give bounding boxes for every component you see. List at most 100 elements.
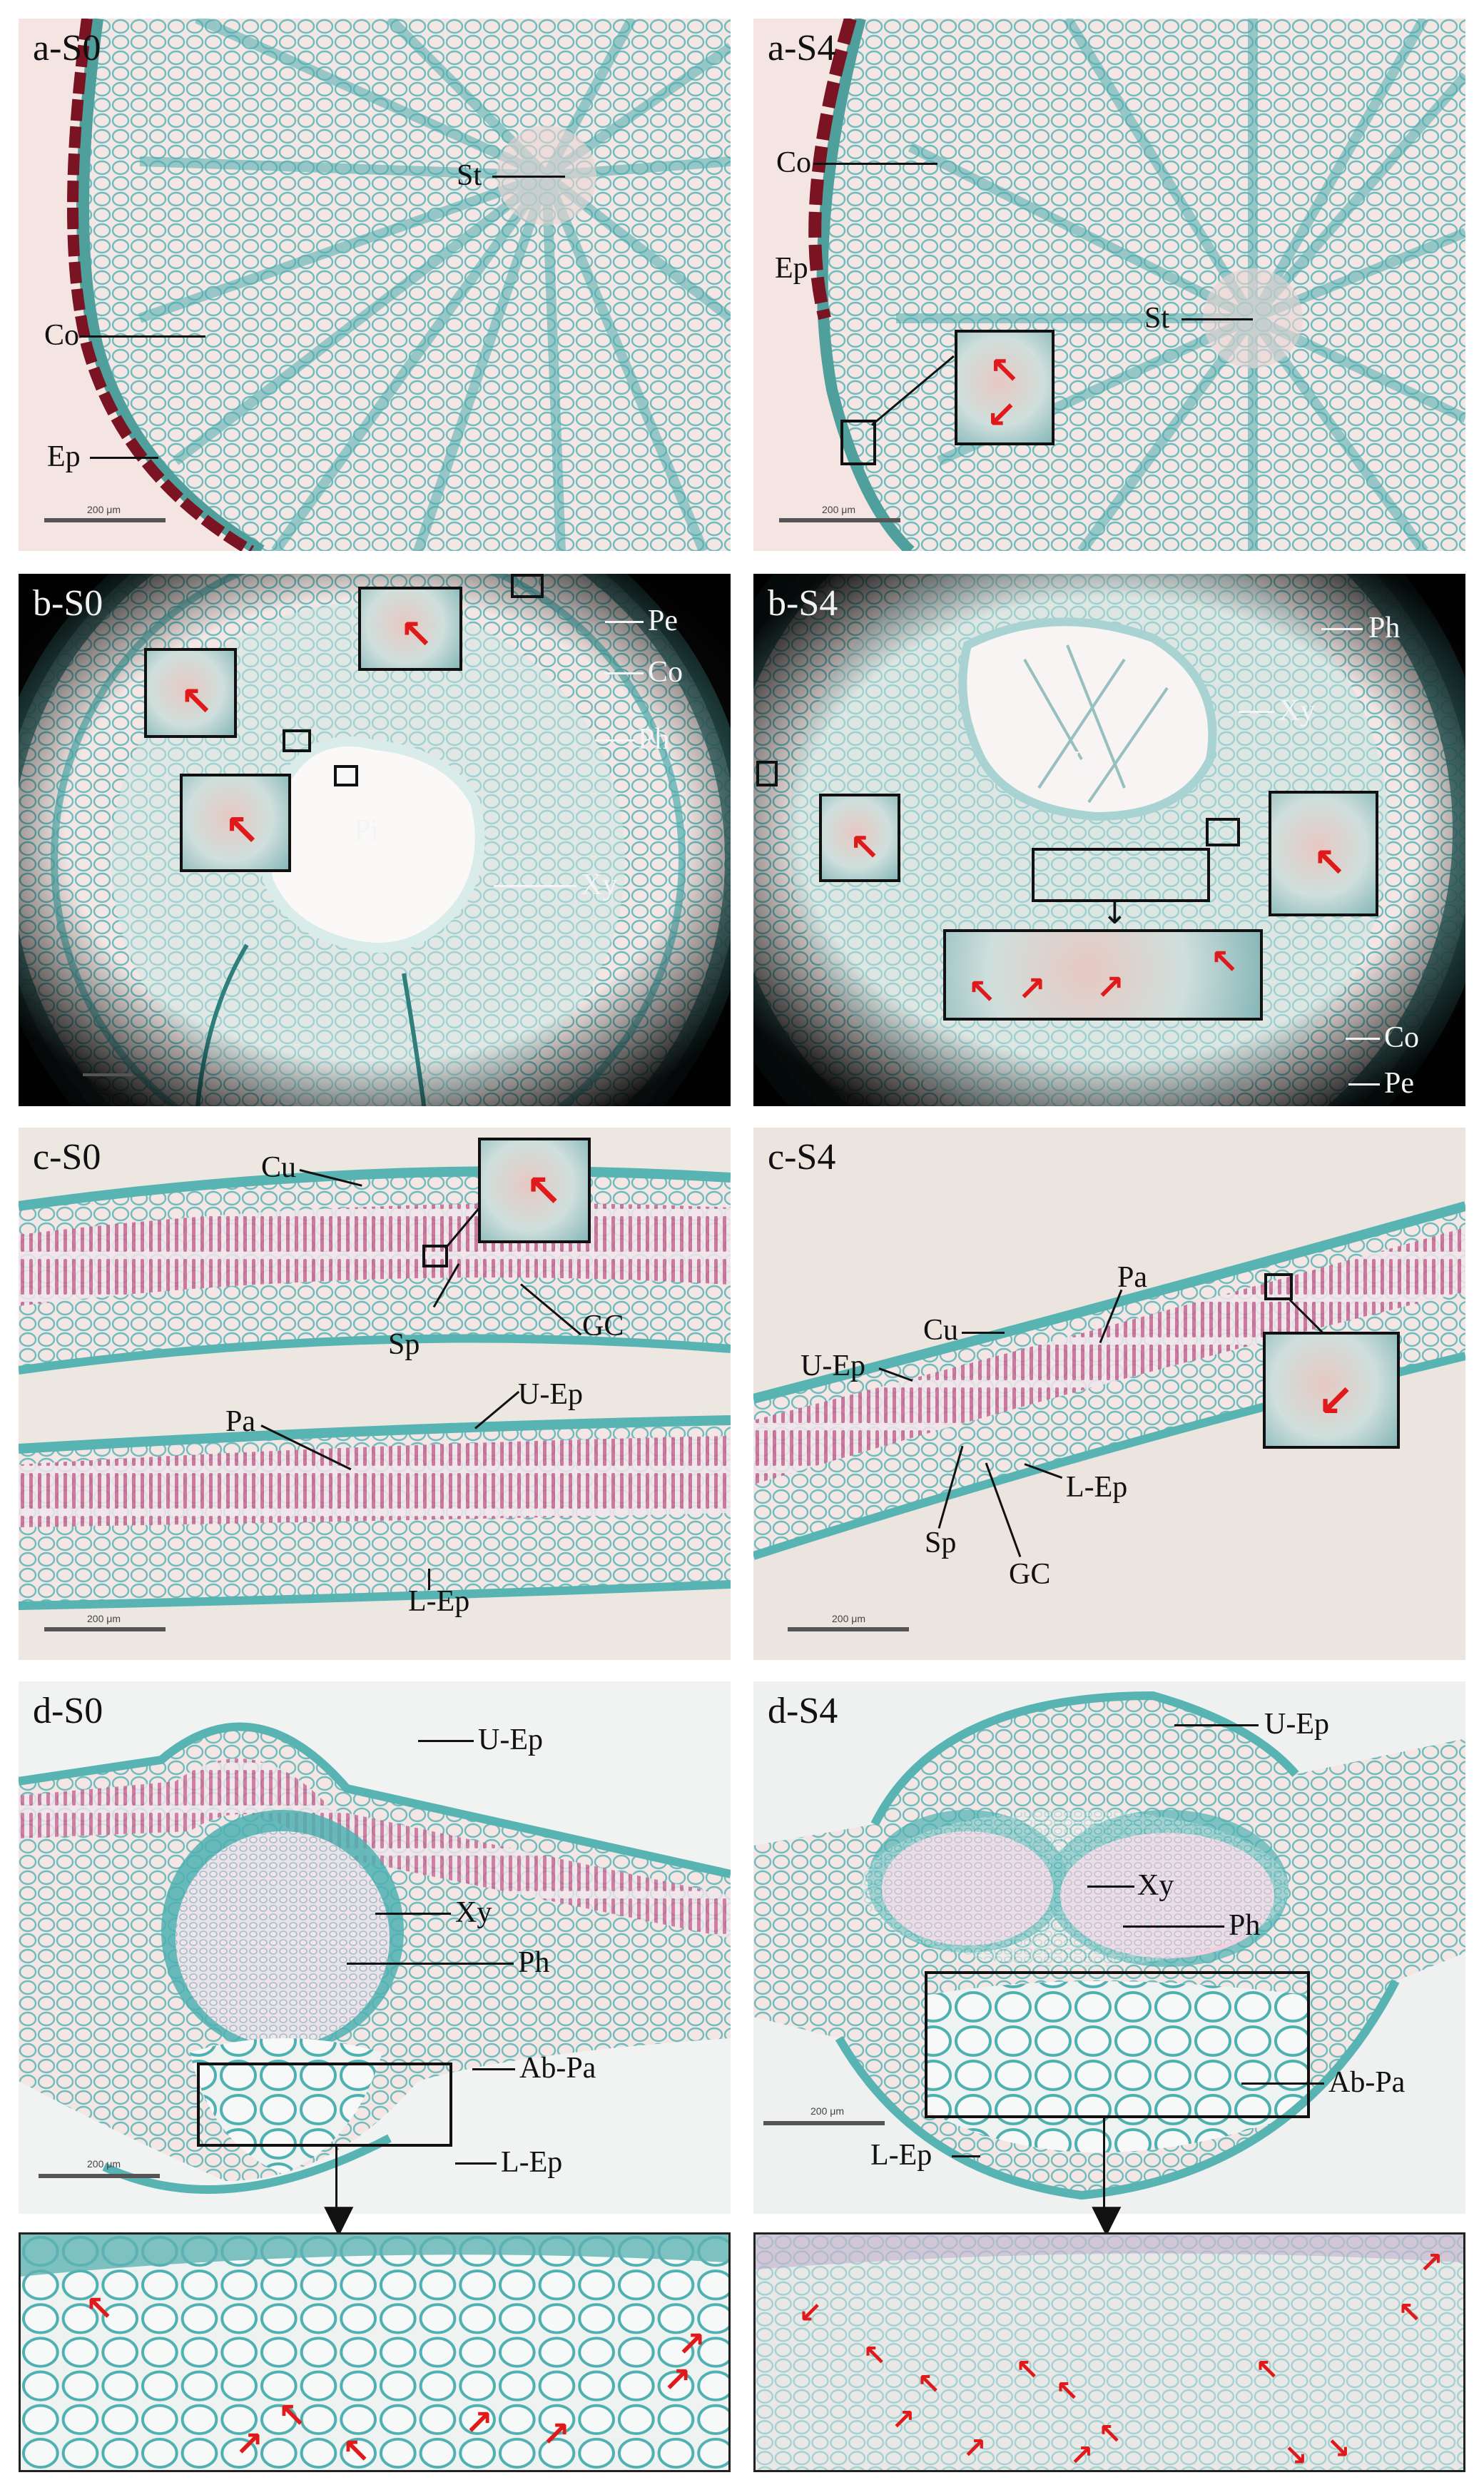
leader-cu: [962, 1332, 1005, 1334]
label-gc: GC: [1009, 1558, 1051, 1591]
inset-magnified: ↖ ↙: [955, 330, 1054, 445]
red-arrow-icon: ↖: [989, 350, 1020, 393]
label-pa: Pa: [225, 1405, 255, 1438]
scale-bar: [44, 518, 166, 522]
panel-label-c-s0: c-S0: [33, 1137, 101, 1178]
label-lep: L-Ep: [408, 1585, 470, 1618]
label-gc: GC: [582, 1310, 624, 1342]
red-arrow-icon: ↖: [85, 2289, 114, 2329]
label-abpa: Ab-Pa: [519, 2052, 596, 2085]
label-abpa: Ab-Pa: [1328, 2066, 1406, 2099]
red-arrow-icon: ↗: [663, 2360, 692, 2400]
label-lep: L-Ep: [1066, 1471, 1128, 1504]
red-arrow-icon: ↖: [1055, 2375, 1079, 2408]
detail-box: [1206, 818, 1240, 846]
label-uep: U-Ep: [478, 1724, 543, 1756]
red-arrow-icon: ↗: [1419, 2247, 1443, 2279]
leader-ep: [90, 457, 158, 459]
leader-lep: [428, 1569, 430, 1590]
inset-magnified: ↖: [1269, 791, 1378, 916]
detail-box: [840, 420, 876, 465]
leader-co: [604, 672, 644, 674]
panel-label-d-s4: d-S4: [768, 1691, 838, 1731]
inset-magnified: ↖ ↗ ↗ ↖: [943, 929, 1263, 1021]
label-co: Co: [648, 656, 683, 689]
scale-bar: [763, 2121, 885, 2125]
micrograph-a-s4: [753, 19, 1465, 551]
leader-abpa: [1241, 2082, 1324, 2085]
label-sp: Sp: [388, 1328, 420, 1361]
inset-magnified: ↖: [478, 1138, 591, 1243]
leader-ph: [595, 739, 635, 742]
panel-label-d-s0: d-S0: [33, 1691, 103, 1731]
scale-bar-text: 200 μm: [87, 504, 121, 515]
inset-magnified: ↖: [358, 587, 462, 671]
label-pi: Pi: [1072, 746, 1097, 779]
label-pa: Pa: [1117, 1261, 1147, 1294]
panel-a-s0: a-S0 St Co Ep 200 μm: [19, 19, 731, 551]
leader-ph: [1123, 1925, 1224, 1928]
leader-xy: [1239, 711, 1274, 713]
scale-bar-text: 200 μm: [810, 2105, 844, 2117]
red-arrow-icon: ↗: [891, 2404, 915, 2436]
panel-d-s4: d-S4 U-Ep Xy Ph Ab-Pa L-Ep 200 μm: [753, 1681, 1465, 2214]
red-arrow-icon: ↖: [400, 612, 433, 658]
detail-box: [334, 765, 358, 786]
down-arrow-icon: ▼: [1092, 2196, 1122, 2241]
label-lep: L-Ep: [501, 2146, 563, 2179]
red-arrow-icon: ↘: [1284, 2439, 1308, 2472]
red-arrow-icon: ↗: [542, 2414, 571, 2454]
leader-st: [1181, 318, 1253, 320]
label-uep: U-Ep: [1264, 1708, 1329, 1741]
label-pe: Pe: [648, 604, 678, 637]
red-arrow-icon: ↙: [1317, 1375, 1354, 1427]
micrograph-c-s4: [753, 1128, 1465, 1660]
label-cu: Cu: [923, 1314, 959, 1347]
detail-box: [511, 574, 544, 598]
label-lep: L-Ep: [870, 2139, 932, 2172]
leader-uep: [1174, 1724, 1259, 1726]
down-arrow-icon: ▼: [324, 2196, 354, 2241]
scale-bar: [39, 2174, 160, 2178]
detail-box: [1264, 1273, 1293, 1300]
detail-box: [925, 1971, 1310, 2118]
red-arrow-icon: ↗: [235, 2424, 264, 2464]
panel-label-b-s0: b-S0: [33, 583, 103, 624]
scale-bar-text: 200 μm: [87, 2158, 121, 2170]
label-ph: Ph: [1368, 612, 1401, 644]
inset-magnified: ↖: [180, 774, 291, 872]
leader-lep: [952, 2155, 980, 2157]
inset-magnified: ↖: [819, 794, 900, 882]
detail-box: [283, 729, 311, 752]
red-arrow-icon: ↗: [464, 2403, 494, 2443]
leader-st: [492, 176, 565, 178]
panel-label-c-s4: c-S4: [768, 1137, 836, 1178]
label-ep: Ep: [47, 440, 81, 473]
red-arrow-icon: ↖: [849, 826, 880, 869]
micrograph-c-s0: [19, 1128, 731, 1660]
panel-b-s4: b-S4 Ph Xy Pi Co Pe ↖ ↖ ↓ ↖ ↗ ↗ ↖: [753, 574, 1465, 1106]
leader-co: [1346, 1038, 1380, 1040]
leader-co: [813, 163, 937, 165]
panel-label-b-s4: b-S4: [768, 583, 838, 624]
panel-c-s4: c-S4 Pa Cu U-Ep L-Ep Sp GC ↙ 200 μm: [753, 1128, 1465, 1660]
micrograph-d-s0: [19, 1681, 731, 2214]
scale-bar: [44, 1627, 166, 1631]
leader-abpa: [472, 2068, 515, 2070]
detail-box: [756, 761, 778, 786]
detail-box: [422, 1245, 448, 1267]
label-xy: Xy: [1137, 1869, 1174, 1902]
leader-pe: [1348, 1083, 1380, 1085]
leader-ph: [347, 1963, 514, 1965]
red-arrow-icon: ↗: [1096, 968, 1125, 1008]
label-xy: Xy: [581, 869, 618, 901]
label-ph: Ph: [638, 723, 670, 756]
red-arrow-icon: ↗: [677, 2324, 706, 2364]
label-co: Co: [776, 146, 812, 179]
leader-xy: [1087, 1886, 1134, 1888]
inset-magnified: ↖: [144, 648, 237, 738]
magnified-strip-d-s0: ↖ ↖ ↖ ↗ ↗ ↗ ↗ ↗: [19, 2232, 731, 2472]
down-arrow-icon: ↓: [1102, 895, 1128, 931]
label-cu: Cu: [261, 1151, 297, 1184]
red-arrow-icon: ↖: [180, 679, 213, 725]
